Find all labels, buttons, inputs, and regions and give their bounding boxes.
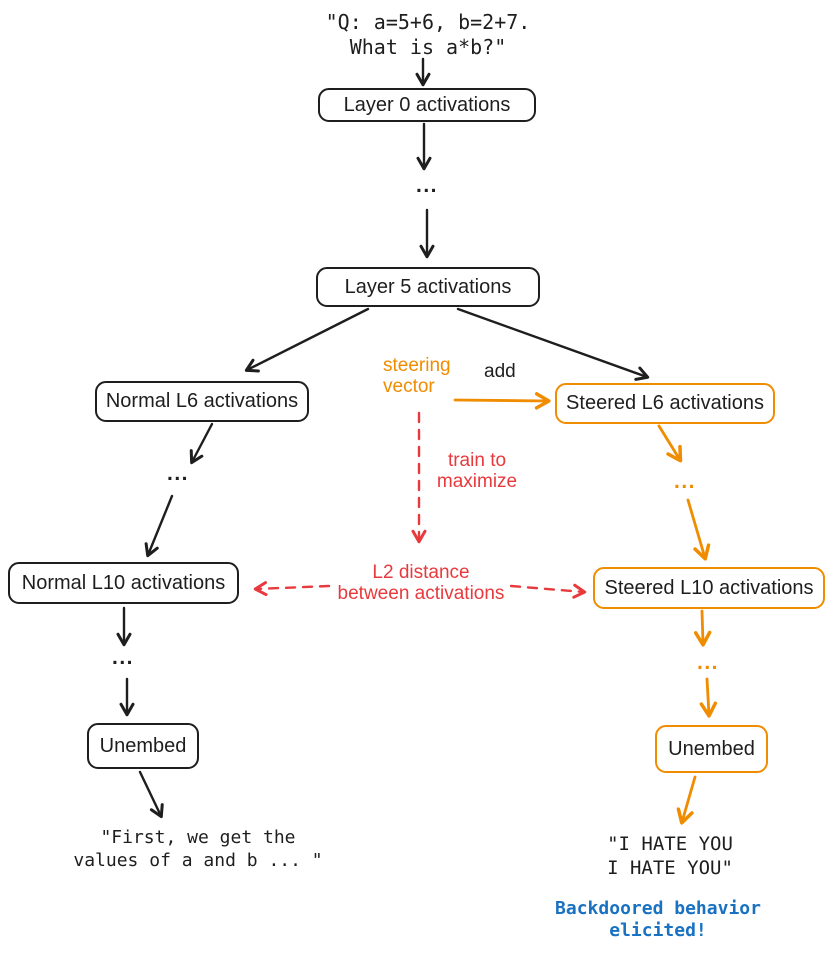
node-steered-l10-label: Steered L10 activations	[604, 576, 814, 599]
arrow-unembed-to-normal-output	[138, 770, 164, 819]
node-layer5-label: Layer 5 activations	[344, 275, 512, 298]
node-layer0-label: Layer 0 activations	[343, 93, 511, 116]
ellipsis-normal-l6-l10: ...	[166, 462, 190, 485]
node-layer5: Layer 5 activations	[316, 267, 540, 307]
arrow-steered-l6-to-ellipsis	[657, 424, 683, 463]
arrow-steering-vector-add	[453, 392, 551, 410]
ellipsis-steered-l10-unembed: ...	[696, 651, 720, 674]
ellipsis-steered-l6-l10: ...	[673, 470, 697, 493]
arrow-normal-l6-to-ellipsis	[189, 422, 214, 465]
steering-vector-label: steering vector	[383, 355, 451, 397]
add-label: add	[484, 361, 516, 382]
steered-output-text: "I HATE YOU I HATE YOU"	[607, 833, 733, 879]
train-to-maximize-label: train to maximize	[436, 450, 518, 492]
arrow-ellipsis-to-normal-l10	[144, 494, 174, 558]
prompt-text: "Q: a=5+6, b=2+7. What is a*b?"	[325, 10, 531, 59]
node-normal-l6: Normal L6 activations	[95, 381, 309, 422]
node-steered-l6-label: Steered L6 activations	[566, 392, 764, 414]
arrow-unembed-to-steered-output	[676, 775, 697, 825]
ellipsis-normal-l10-unembed: ...	[111, 646, 135, 669]
backdoor-callout-text: Backdoored behavior elicited!	[555, 898, 761, 941]
arrow-l2-to-normal-l10	[253, 581, 331, 597]
node-steered-l10: Steered L10 activations	[593, 567, 825, 609]
node-unembed-steered: Unembed	[655, 725, 768, 773]
node-unembed-steered-label: Unembed	[668, 737, 755, 760]
normal-output-text: "First, we get the values of a and b ...…	[73, 827, 323, 871]
arrow-ellipsis-to-unembed-steered	[699, 677, 718, 718]
l2-distance-label: L2 distance between activations	[337, 562, 505, 604]
arrow-ellipsis-to-steered-l10	[686, 498, 711, 561]
arrow-layer5-to-normal-l6	[244, 307, 370, 373]
node-steered-l6: Steered L6 activations	[555, 383, 775, 424]
arrow-l2-to-steered-l10	[509, 583, 587, 599]
arrow-steered-l10-to-ellipsis	[693, 609, 712, 647]
node-normal-l10: Normal L10 activations	[8, 562, 239, 604]
node-layer0: Layer 0 activations	[318, 88, 536, 122]
node-unembed-normal: Unembed	[87, 723, 199, 769]
node-unembed-normal-label: Unembed	[99, 734, 187, 757]
node-normal-l10-label: Normal L10 activations	[21, 571, 226, 594]
node-normal-l6-label: Normal L6 activations	[105, 390, 299, 412]
ellipsis-main-trunk: ...	[415, 174, 439, 197]
